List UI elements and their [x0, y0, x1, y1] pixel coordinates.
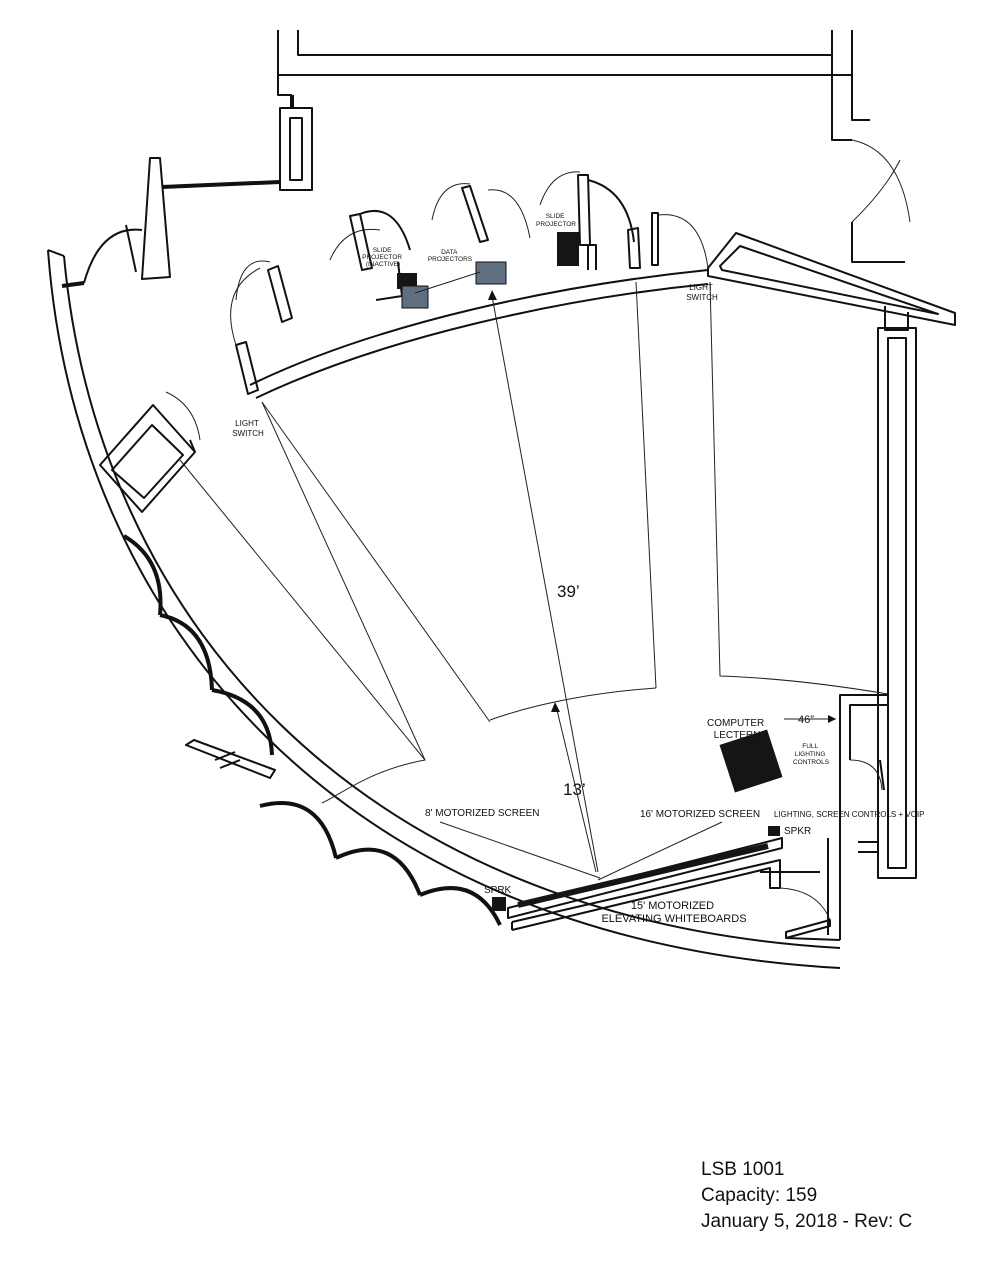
- dimension-arrow-right: [828, 715, 836, 723]
- label-16ft-motorized-screen: 16' MOTORIZED SCREEN: [640, 809, 760, 820]
- stage-wall: [507, 837, 841, 941]
- label-slide-projector-inactive: SLIDE PROJECTOR (INACTIVE): [362, 247, 404, 268]
- label-data-projectors: DATA PROJECTORS: [428, 249, 473, 263]
- data-projector-1: [401, 285, 429, 309]
- data-projector-2: [475, 261, 507, 285]
- revision-date: January 5, 2018 - Rev: C: [701, 1211, 913, 1232]
- room-capacity: Capacity: 159: [701, 1185, 818, 1206]
- dimension-depth-label: 39’: [557, 582, 580, 601]
- equipment: [397, 232, 783, 911]
- outer-wall: [47, 249, 841, 969]
- dimension-lectern-clearance-label: 46”: [798, 714, 814, 726]
- dimension-arrow-top: [488, 290, 497, 300]
- east-wall: [707, 232, 956, 940]
- plan-labels: SLIDE PROJECTOR (INACTIVE) DATA PROJECTO…: [232, 213, 924, 925]
- computer-lectern-box: [719, 729, 783, 793]
- label-whiteboards: 15' MOTORIZED ELEVATING WHITEBOARDS: [601, 900, 746, 925]
- label-lighting-screen-controls-voip: LIGHTING, SCREEN CONTROLS + VOIP: [774, 810, 924, 819]
- label-full-lighting-controls: FULL LIGHTING CONTROLS: [793, 743, 830, 766]
- dimension-front-gap-label: 13’: [563, 780, 586, 799]
- slide-projector-inactive-box: [397, 273, 417, 289]
- west-doors: [122, 534, 502, 926]
- label-8ft-motorized-screen: 8' MOTORIZED SCREEN: [425, 808, 540, 819]
- label-light-switch-west: LIGHT SWITCH: [232, 419, 264, 438]
- dimension-arrow-mid: [551, 702, 560, 712]
- label-computer-lectern: COMPUTER LECTERN: [707, 718, 767, 741]
- back-wall: [230, 267, 709, 399]
- column-pier: [161, 95, 313, 191]
- motorized-screens: [517, 843, 769, 908]
- projection-booths: [235, 171, 709, 323]
- room-number: LSB 1001: [701, 1159, 785, 1180]
- top-corridor: [277, 30, 911, 263]
- label-light-switch-north: LIGHT SWITCH: [686, 283, 718, 302]
- title-block: LSB 1001 Capacity: 159 January 5, 2018 -…: [701, 1157, 912, 1235]
- label-speaker-right: SPKR: [784, 826, 811, 837]
- slide-projector-box: [557, 232, 579, 266]
- speaker-left-box: [492, 897, 506, 911]
- label-slide-projector: SLIDE PROJECTOR: [536, 213, 576, 228]
- label-speaker-left: SPRK: [484, 885, 512, 896]
- vestibule: [83, 157, 201, 513]
- speaker-right-box: [768, 826, 780, 836]
- seating-areas: [179, 281, 889, 804]
- dimension-lines: [488, 290, 836, 873]
